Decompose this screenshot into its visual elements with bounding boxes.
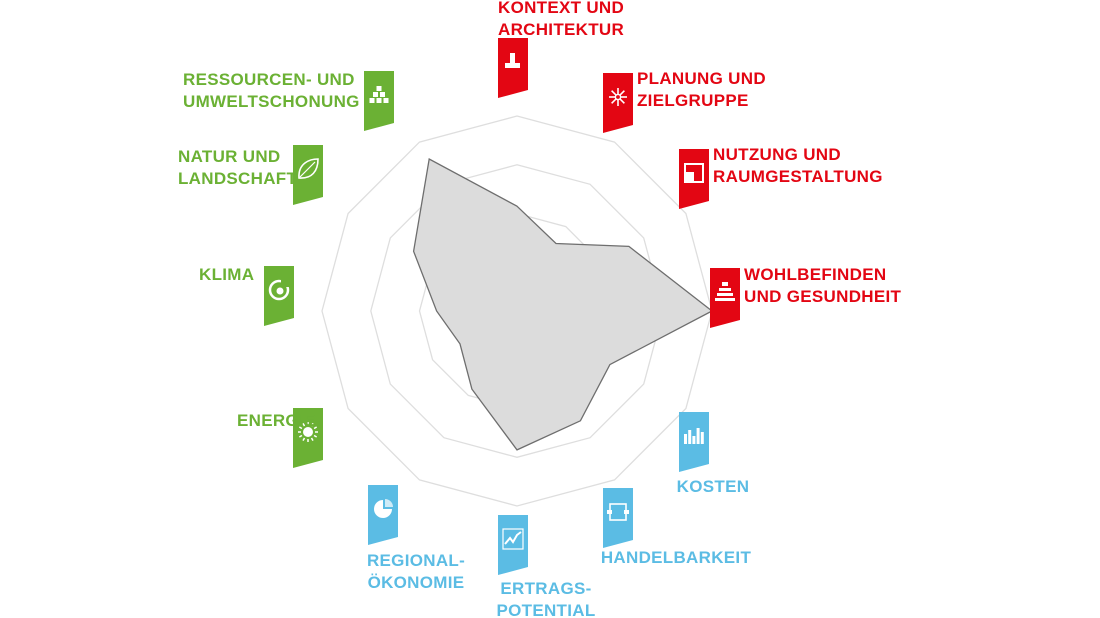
exchange-flow-flag — [603, 488, 633, 548]
category-label-line: KONTEXT UND — [498, 0, 624, 17]
target-star-icon — [609, 88, 627, 106]
rising-line-chart-flag — [498, 515, 528, 575]
category-6: HANDELBARKEIT — [601, 488, 752, 567]
sun-flag — [293, 408, 323, 468]
category-10: KLIMA — [199, 265, 294, 326]
category-label-line: REGIONAL- — [367, 551, 465, 570]
category-label-line: UND GESUNDHEIT — [744, 287, 902, 306]
rising-line-chart-icon — [502, 528, 524, 550]
category-label-line: RESSOURCEN- UND — [183, 70, 355, 89]
category-label-line: NUTZUNG UND — [713, 145, 841, 164]
leaf-flag — [293, 145, 323, 205]
category-1: KONTEXT UND ARCHITEKTUR — [498, 0, 624, 98]
climate-swirl-icon — [268, 279, 291, 301]
data-area — [412, 157, 714, 451]
pie-slice-icon — [374, 499, 393, 518]
category-11: NATUR UND LANDSCHAFT — [178, 145, 323, 205]
exchange-flow-icon — [607, 503, 629, 521]
category-4: WOHLBEFINDEN UND GESUNDHEIT — [710, 265, 902, 328]
category-9: ENERGIE — [237, 408, 323, 468]
grid-ring — [321, 115, 713, 507]
category-7: ERTRAGS- POTENTIAL — [496, 515, 595, 618]
category-label-line: ÖKONOMIE — [368, 573, 465, 592]
category-12: RESSOURCEN- UND UMWELTSCHONUNG — [183, 70, 394, 131]
category-label-line: ERTRAGS- — [500, 579, 591, 598]
leaf-icon — [298, 158, 319, 179]
category-label-line: ENERGIE — [237, 411, 316, 430]
category-3: NUTZUNG UND RAUMGESTALTUNG — [679, 145, 883, 209]
category-label-line: LANDSCHAFT — [178, 169, 297, 188]
category-8: REGIONAL- ÖKONOMIE — [367, 485, 465, 592]
category-label-line: HANDELBARKEIT — [601, 548, 752, 567]
grid-ring — [370, 164, 664, 458]
category-label-line: RAUMGESTALTUNG — [713, 167, 883, 186]
category-label-line: ZIELGRUPPE — [637, 91, 749, 110]
category-label-line: NATUR UND — [178, 147, 280, 166]
category-label-line: KLIMA — [199, 265, 254, 284]
category-label-line: PLANUNG UND — [637, 69, 766, 88]
architecture-steps-icon — [505, 53, 520, 68]
category-label-line: UMWELTSCHONUNG — [183, 92, 360, 111]
category-2: PLANUNG UND ZIELGRUPPE — [603, 69, 766, 133]
room-layout-icon — [684, 163, 704, 183]
category-label-line: WOHLBEFINDEN — [744, 265, 886, 284]
climate-swirl-flag — [264, 266, 294, 326]
sun-icon — [298, 422, 318, 442]
category-label-line: ARCHITEKTUR — [498, 20, 624, 39]
data-area-group — [412, 157, 714, 451]
category-label-line: KOSTEN — [677, 477, 750, 496]
bar-columns-icon — [684, 428, 704, 444]
category-label-line: POTENTIAL — [496, 601, 595, 618]
category-labels: KONTEXT UND ARCHITEKTUR PLANUNG UND ZIELGRU… — [178, 0, 902, 618]
stacked-blocks-icon — [369, 86, 389, 103]
category-5: KOSTEN — [677, 412, 750, 496]
layered-stack-icon — [715, 282, 735, 301]
